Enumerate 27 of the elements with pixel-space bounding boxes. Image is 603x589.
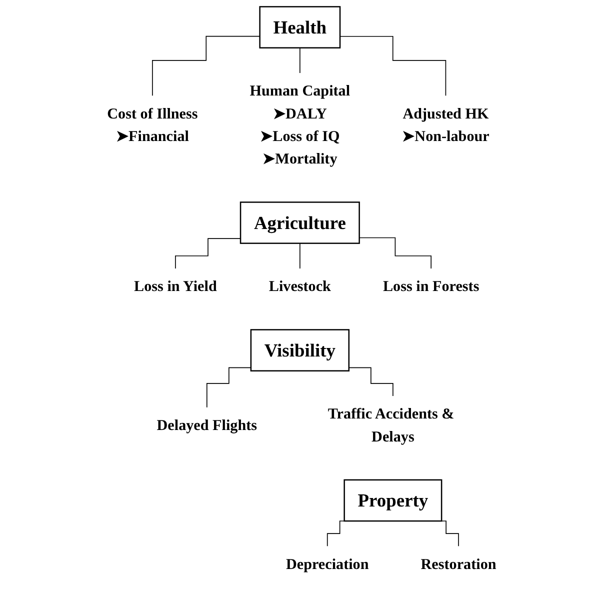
node-label: ➤DALY bbox=[272, 104, 327, 122]
node-box: Health bbox=[259, 6, 340, 48]
connector bbox=[339, 36, 446, 96]
connector bbox=[152, 36, 260, 96]
node-text: Traffic Accidents & Delays bbox=[328, 405, 454, 445]
node-text: Human Capital bbox=[250, 82, 350, 100]
node-text: Restoration bbox=[420, 555, 496, 572]
node-text: Adjusted HK bbox=[402, 104, 489, 122]
node-text: Livestock bbox=[268, 278, 331, 294]
node-text: Loss in Forests bbox=[382, 278, 479, 294]
node-label: ➤Mortality bbox=[262, 150, 338, 167]
node-box: Visibility bbox=[250, 329, 350, 372]
node-text: Cost of Illness bbox=[106, 104, 198, 122]
connector bbox=[299, 242, 300, 269]
node-text: Loss in Yield bbox=[134, 278, 217, 294]
node-label: ➤Non-labour bbox=[402, 128, 490, 144]
node-label: ➤Loss of IQ bbox=[260, 128, 340, 144]
node-text: Delayed Flights bbox=[156, 416, 257, 434]
node-text: Depreciation bbox=[286, 555, 369, 572]
connector bbox=[348, 367, 394, 396]
connector bbox=[299, 47, 300, 74]
node-label: ➤Financial bbox=[116, 128, 189, 144]
connector bbox=[358, 237, 432, 269]
node-box: Property bbox=[344, 479, 442, 522]
connector bbox=[206, 367, 252, 408]
connector bbox=[174, 238, 241, 269]
node-box: Agriculture bbox=[240, 202, 360, 244]
